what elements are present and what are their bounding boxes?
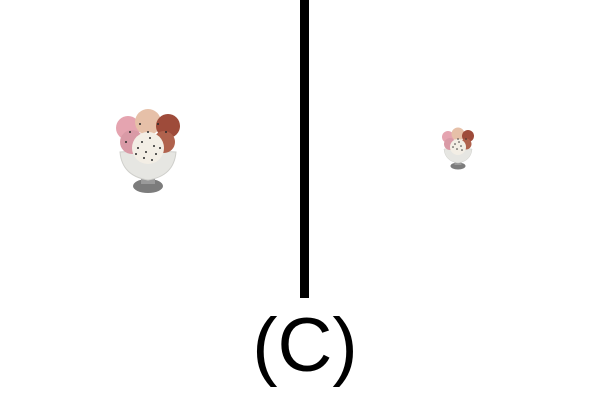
ice-cream-sundae-icon xyxy=(108,102,188,202)
panel-divider xyxy=(300,0,309,298)
right-panel xyxy=(309,0,610,298)
ice-cream-sundae-icon xyxy=(438,124,478,174)
sundae-large-graphic xyxy=(116,109,180,193)
left-panel xyxy=(0,0,300,298)
sundae-small-graphic xyxy=(442,127,474,170)
figure-label: (C) xyxy=(252,303,358,388)
